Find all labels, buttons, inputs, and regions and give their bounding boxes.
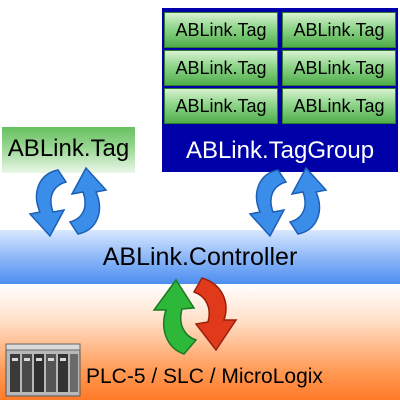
tag-group-cell: ABLink.Tag [282,88,396,124]
tag-group-cell: ABLink.Tag [164,88,278,124]
tag-group-cell: ABLink.Tag [164,50,278,86]
plc-label: PLC-5 / SLC / MicroLogix [86,365,323,388]
sync-arrows-icon [28,166,108,238]
tag-group-cell: ABLink.Tag [282,50,396,86]
plc-hardware-icon [5,343,81,397]
single-tag-label: ABLink.Tag [2,127,135,173]
tag-group-cell: ABLink.Tag [164,12,278,48]
sync-arrows-icon [248,166,328,238]
sync-arrows-icon [152,277,238,355]
controller-label: ABLink.Controller [0,230,400,284]
tag-group-cell: ABLink.Tag [282,12,396,48]
tag-group-label: ABLink.TagGroup [162,132,398,172]
